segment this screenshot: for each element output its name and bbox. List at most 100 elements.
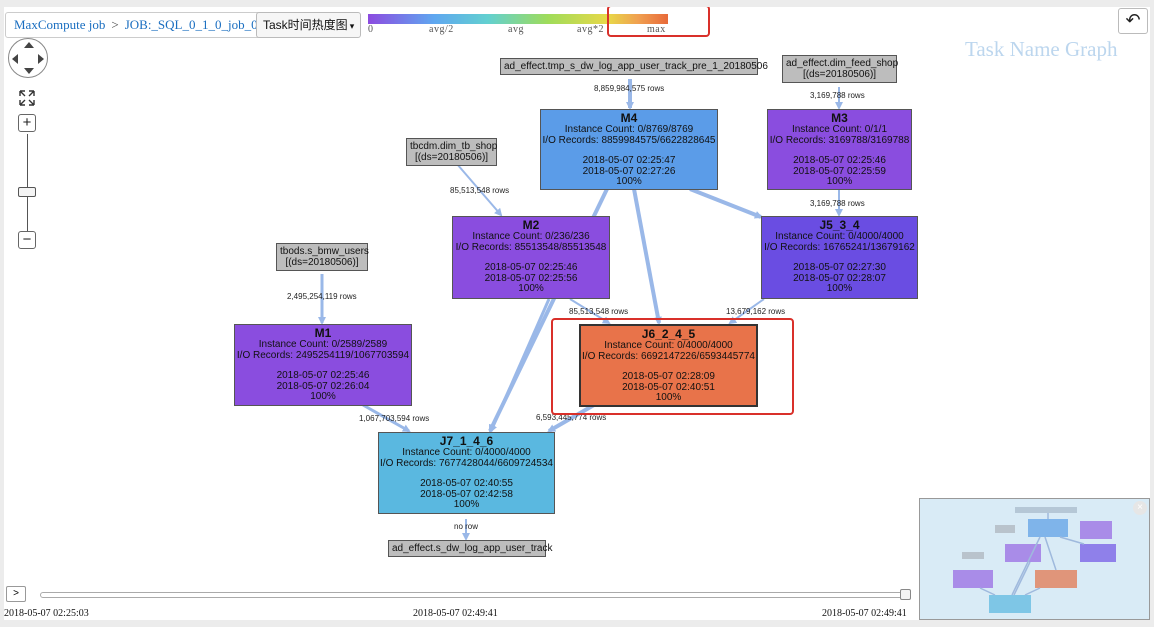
play-icon: > [13,588,19,599]
zoom-slider-handle[interactable] [18,187,36,197]
task-node-j5-3-4[interactable]: J5_3_4 Instance Count: 0/4000/4000 I/O R… [761,216,918,299]
highlight-frame-max [607,7,710,37]
zoom-in-button[interactable]: + [18,114,36,132]
job-graph-canvas[interactable]: MaxCompute job>JOB:_SQL_0_1_0_job_0 Task… [4,7,1150,620]
zoom-out-button[interactable]: − [18,231,36,249]
source-table-partition: [(ds=20180506)] [285,257,359,268]
breadcrumb: MaxCompute job>JOB:_SQL_0_1_0_job_0 [5,12,267,38]
task-progress: 100% [310,391,336,402]
close-icon: × [1137,502,1143,513]
task-name: J6_2_4_5 [641,327,696,341]
task-end-time: 2018-05-07 02:27:26 [582,165,676,177]
sink-table-user-track[interactable]: ad_effect.s_dw_log_app_user_track [388,540,553,557]
graph-watermark: Task Name Graph [965,37,1118,61]
pan-control[interactable] [8,38,48,78]
edge-label-m2-j6: 85,513,548 rows [569,307,629,316]
source-table-name: ad_effect.dim_feed_shop [786,58,899,69]
timeline-slider-handle[interactable] [900,589,911,600]
edge-tbshop-to-m2 [456,163,503,217]
task-start-time: 2018-05-07 02:25:47 [582,155,676,166]
task-start-time: 2018-05-07 02:25:46 [276,370,370,381]
timeline-slider-track[interactable] [40,592,908,598]
edge-label-bmw-m1: 2,495,254,119 rows [287,292,357,301]
source-table-name: tbcdm.dim_tb_shop [410,141,498,152]
task-node-m2[interactable]: M2 Instance Count: 0/236/236 I/O Records… [452,216,610,299]
view-mode-dropdown[interactable]: Task时间热度图▾ [256,12,362,38]
edge-m4-to-j5 [689,187,763,219]
task-end-time: 2018-05-07 02:40:51 [622,381,715,393]
zoom-slider-track[interactable] [27,134,28,234]
edge-j6-to-j7 [547,403,596,433]
sink-table-name: ad_effect.s_dw_log_app_user_track [392,543,553,554]
task-start-time: 2018-05-07 02:28:09 [622,371,715,382]
task-name: J7_1_4_6 [439,434,494,448]
source-table-name: tbods.s_bmw_users [280,246,369,257]
pan-down-icon[interactable] [24,68,34,74]
breadcrumb-root-link[interactable]: MaxCompute job [14,17,106,32]
minimap-preview [953,507,1116,613]
task-node-m3[interactable]: M3 Instance Count: 0/1/1 I/O Records: 31… [767,109,912,190]
source-table-feed-shop[interactable]: ad_effect.dim_feed_shop [(ds=20180506)] [782,55,899,83]
pan-left-icon[interactable] [12,54,18,64]
task-end-time: 2018-05-07 02:28:07 [793,272,886,284]
task-progress: 100% [616,176,642,187]
source-table-partition: [(ds=20180506)] [802,69,877,80]
task-instance-count: Instance Count: 0/236/236 [472,231,590,242]
source-table-partition: [(ds=20180506)] [414,152,489,163]
view-mode-label: Task时间热度图 [263,18,348,32]
task-instance-count: Instance Count: 0/1/1 [791,124,888,135]
task-instance-count: Instance Count: 0/4000/4000 [775,231,904,242]
task-start-time: 2018-05-07 02:25:46 [484,262,578,273]
pan-up-icon[interactable] [24,42,34,48]
undo-icon: ↶ [1125,10,1141,30]
undo-button[interactable]: ↶ [1118,8,1148,34]
timeline-start-label: 2018-05-07 02:25:03 [4,608,89,619]
pan-right-icon[interactable] [38,54,44,64]
graph-minimap[interactable] [919,498,1150,620]
task-name: M2 [522,218,540,232]
heat-legend-label-zero: 0 [368,24,374,35]
task-end-time: 2018-05-07 02:25:59 [793,165,886,177]
edge-label-j7-sink: no row [454,522,479,531]
source-table-bmw-users[interactable]: tbods.s_bmw_users [(ds=20180506)] [276,243,369,271]
task-node-m4[interactable]: M4 Instance Count: 0/8769/8769 I/O Recor… [540,109,718,190]
task-io-records: I/O Records: 6692147226/6593445774 [582,350,755,362]
heat-legend-label-max: max [647,24,666,35]
task-progress: 100% [453,499,480,510]
task-progress: 100% [655,392,682,403]
edge-m4-to-j6 [632,188,662,325]
source-table-tb-shop[interactable]: tbcdm.dim_tb_shop [(ds=20180506)] [406,138,497,166]
play-button[interactable]: > [6,586,26,602]
task-start-time: 2018-05-07 02:40:55 [420,478,513,489]
task-name: M4 [620,111,638,125]
task-io-records: I/O Records: 16765241/13679162 [764,241,915,253]
task-progress: 100% [518,283,544,294]
task-instance-count: Instance Count: 0/4000/4000 [402,447,531,458]
heat-legend-gradient [368,14,668,24]
minimap-close-button[interactable]: × [1133,501,1147,515]
source-table-track-pre[interactable]: ad_effect.tmp_s_dw_log_app_user_track_pr… [500,58,768,75]
task-node-j6-2-4-5[interactable]: J6_2_4_5 Instance Count: 0/4000/4000 I/O… [579,324,758,407]
heat-legend-label-double: avg*2 [577,24,604,35]
task-end-time: 2018-05-07 02:26:04 [276,380,370,392]
task-io-records: I/O Records: 2495254119/1067703594 [236,349,410,361]
minus-icon: − [22,231,32,248]
task-io-records: I/O Records: 3169788/3169788 [769,134,910,146]
task-name: J5_3_4 [819,218,860,232]
plus-icon: + [22,114,32,131]
task-instance-count: Instance Count: 0/2589/2589 [258,339,388,350]
task-progress: 100% [826,176,853,187]
edge-label-feed-m3: 3,169,788 rows [810,91,865,100]
fit-view-button[interactable] [18,89,36,107]
task-name: M3 [831,111,848,125]
task-start-time: 2018-05-07 02:25:46 [793,155,886,166]
task-node-j7-1-4-6[interactable]: J7_1_4_6 Instance Count: 0/4000/4000 I/O… [378,432,555,514]
heat-legend-label-half: avg/2 [429,24,454,35]
task-instance-count: Instance Count: 0/4000/4000 [604,340,733,351]
task-io-records: I/O Records: 85513548/85513548 [455,241,607,253]
task-node-m1[interactable]: M1 Instance Count: 0/2589/2589 I/O Recor… [234,324,412,406]
breadcrumb-job-link[interactable]: JOB:_SQL_0_1_0_job_0 [124,17,258,32]
task-end-time: 2018-05-07 02:42:58 [420,488,513,500]
expand-icon [19,90,35,106]
task-end-time: 2018-05-07 02:25:56 [484,272,578,284]
